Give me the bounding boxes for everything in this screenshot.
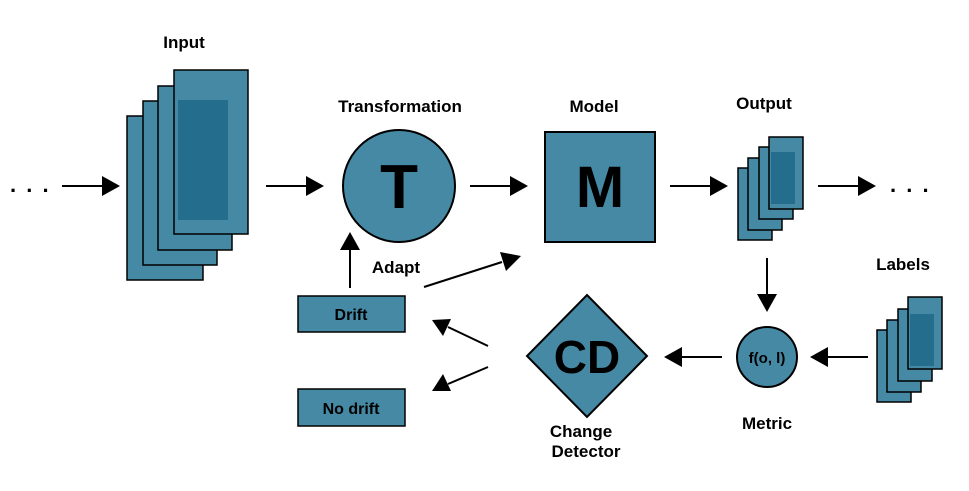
change-detector-label-line1: Change [550, 422, 612, 441]
drift-box [297, 295, 406, 333]
transformation-label: Transformation [338, 97, 462, 116]
input-label: Input [163, 33, 205, 52]
metric-label: Metric [742, 414, 792, 433]
model-label: Model [569, 97, 618, 116]
adapt-label: Adapt [372, 258, 421, 277]
drift-text: Drift [335, 307, 369, 324]
change-detector-node [525, 293, 649, 419]
change-detector-label-line2: Detector [552, 442, 621, 461]
labels-label: Labels [876, 255, 930, 274]
arrows [62, 176, 876, 391]
ellipsis-left: . . . [10, 172, 51, 197]
model-node [544, 131, 656, 243]
labels-stack [876, 296, 943, 403]
ellipsis-right: . . . [890, 172, 931, 197]
no-drift-text: No drift [323, 401, 381, 418]
model-symbol: M [576, 155, 624, 220]
metric-formula: f(o, l) [749, 350, 786, 367]
change-detector-symbol: CD [554, 331, 620, 383]
transformation-node [342, 129, 456, 243]
transformation-symbol: T [380, 153, 418, 222]
output-label: Output [736, 94, 792, 113]
metric-node [736, 326, 798, 388]
output-stack [737, 136, 804, 241]
input-stack [126, 69, 249, 281]
no-drift-box [297, 388, 406, 427]
